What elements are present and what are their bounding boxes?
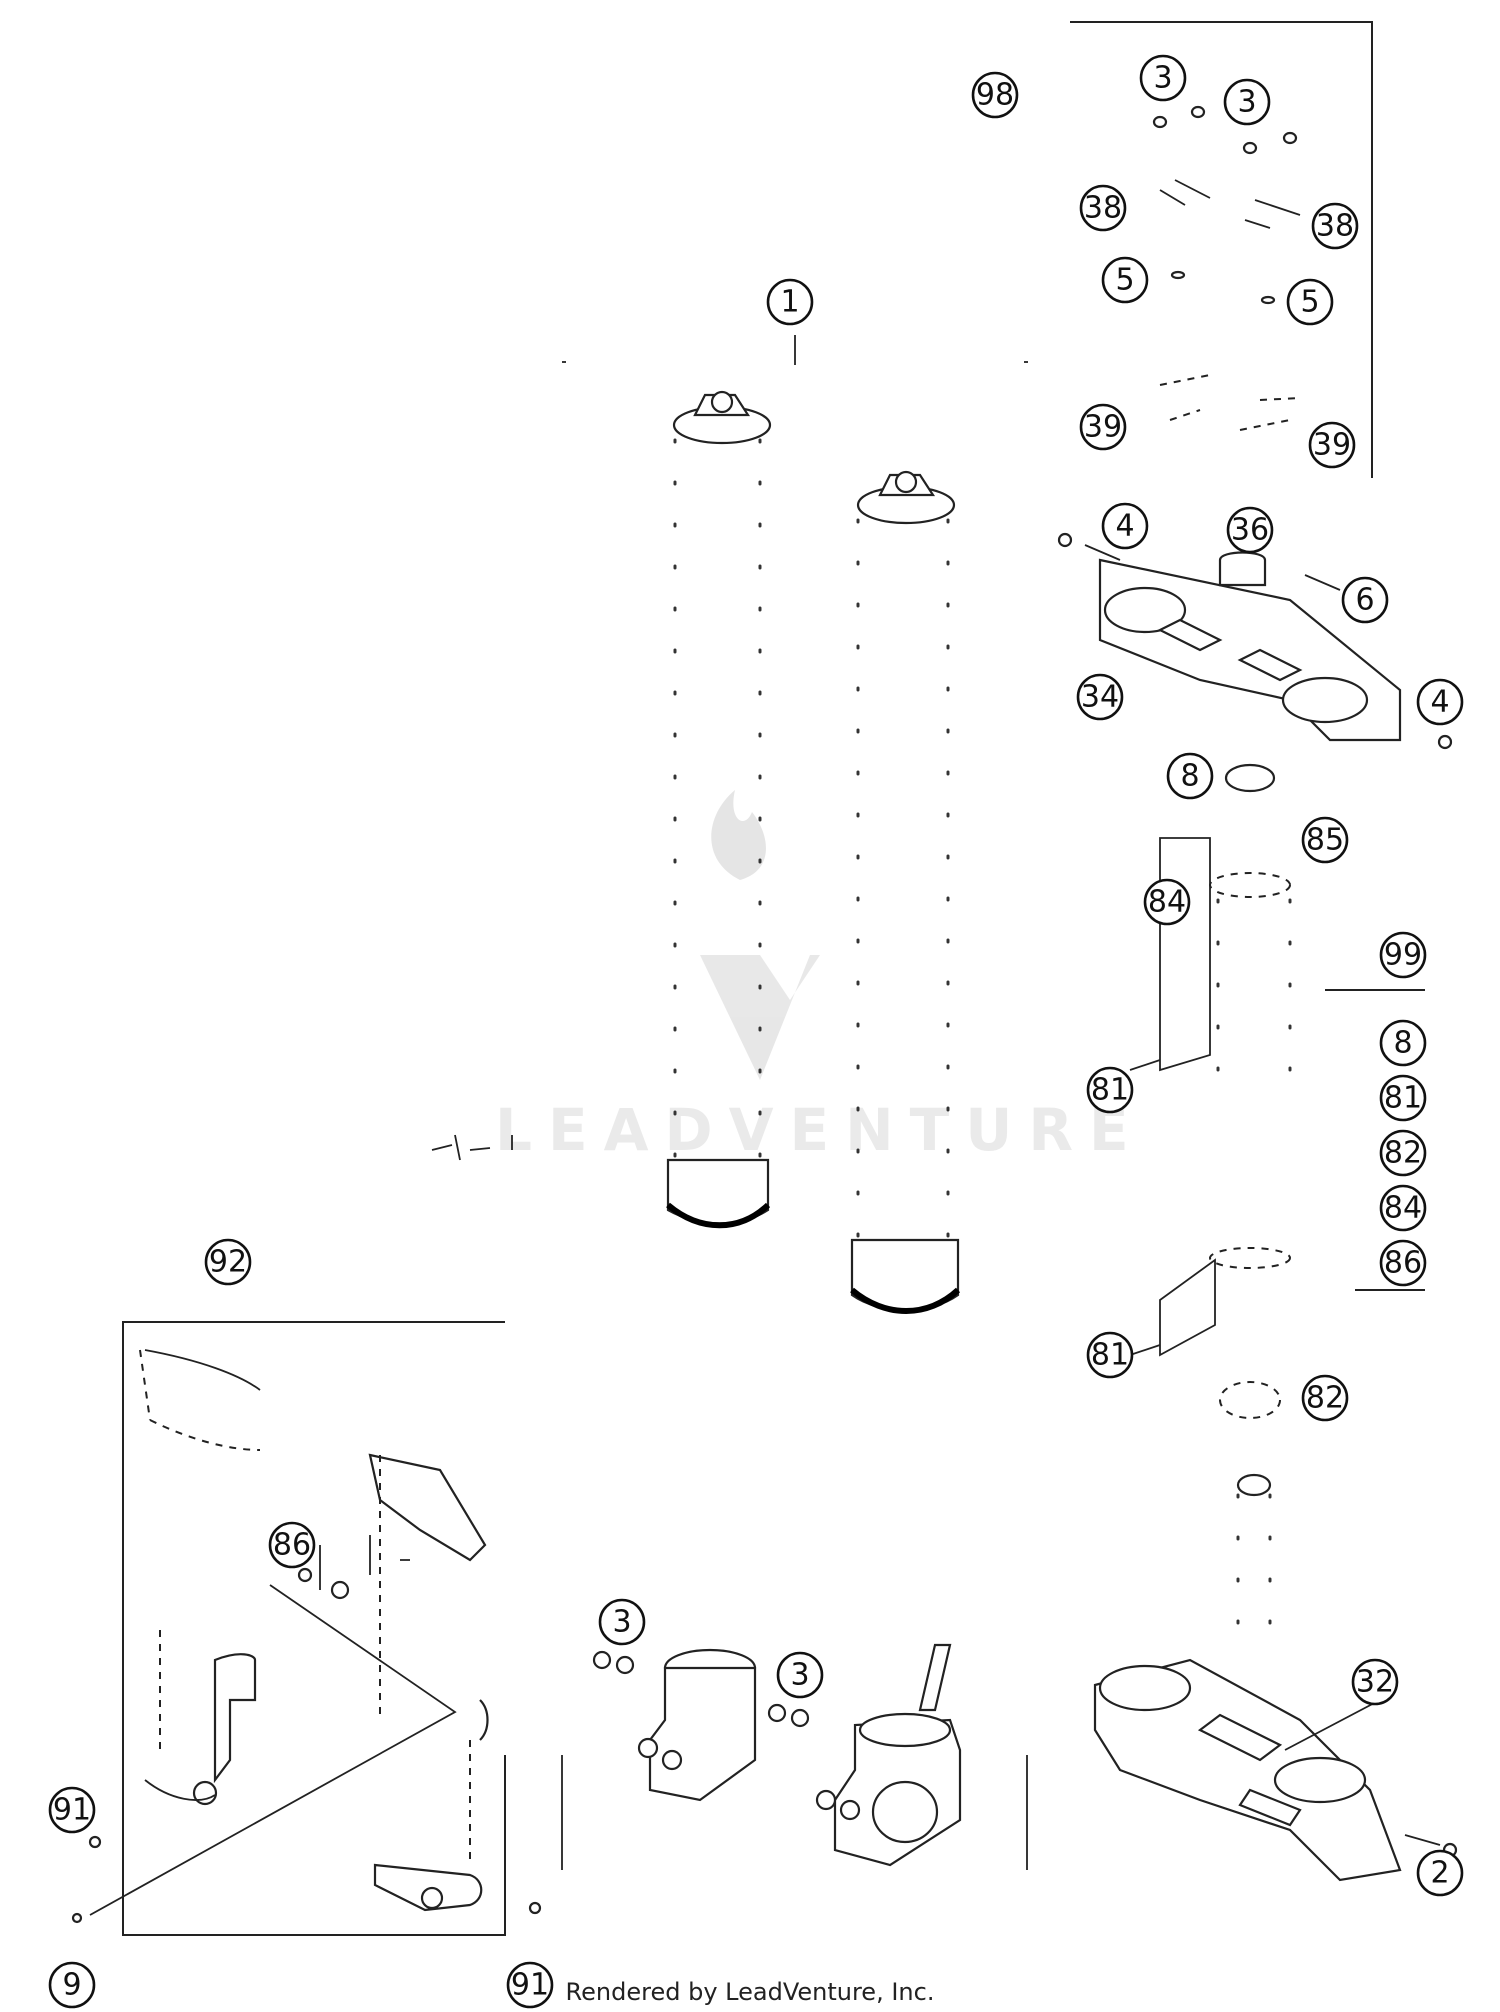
svg-text:5: 5 — [1300, 285, 1319, 320]
stem-bearing-upper — [1129, 837, 1292, 1082]
callout-3-c: 3 — [598, 1598, 646, 1646]
svg-text:91: 91 — [53, 1793, 91, 1828]
kit-99-item-86: 86 — [1379, 1239, 1427, 1287]
kit-99-item-84: 84 — [1379, 1184, 1427, 1232]
leadventure-watermark: LEADVENTURE — [495, 790, 1145, 1164]
flame-icon — [711, 790, 766, 880]
svg-text:8: 8 — [1393, 1026, 1412, 1061]
callout-82: 82 — [1301, 1374, 1349, 1422]
upper-triple-clamp — [1057, 532, 1453, 750]
kit-92-frame — [122, 1321, 506, 1936]
o-ring — [1224, 763, 1276, 793]
axle-clamp-right — [561, 1643, 1028, 1870]
fork-leg-left — [666, 390, 772, 1229]
callout-5: 6 — [1341, 576, 1389, 624]
svg-text:81: 81 — [1384, 1081, 1422, 1116]
callout-34: 34 — [1076, 673, 1124, 721]
svg-text:82: 82 — [1384, 1136, 1422, 1171]
svg-text:5: 5 — [1115, 263, 1134, 298]
svg-text:39: 39 — [1313, 428, 1351, 463]
callout-98: 98 — [971, 71, 1019, 119]
callout-6-a: 5 — [1101, 256, 1149, 304]
callout-91-a: 91 — [48, 1786, 96, 1834]
axle-clamp-left — [592, 1648, 757, 1802]
callout-32: 32 — [1351, 1658, 1399, 1706]
svg-text:38: 38 — [1084, 191, 1122, 226]
svg-text:38: 38 — [1316, 209, 1354, 244]
kit-98-parts — [1152, 105, 1301, 431]
svg-text:32: 32 — [1356, 1665, 1394, 1700]
svg-text:81: 81 — [1091, 1338, 1129, 1373]
callout-38-b: 38 — [1311, 202, 1359, 250]
svg-text:81: 81 — [1091, 1073, 1129, 1108]
svg-text:4: 4 — [1430, 685, 1449, 720]
steering-stem — [1236, 1473, 1272, 1642]
callout-8: 8 — [1166, 752, 1214, 800]
fork-leg-right — [850, 470, 961, 1314]
callout-4-b: 4 — [1416, 678, 1464, 726]
svg-text:2: 2 — [1430, 1856, 1449, 1891]
callout-9: 9 — [48, 1961, 96, 2009]
svg-text:9: 9 — [62, 1968, 81, 2003]
callout-3-a: 3 — [1139, 54, 1187, 102]
lower-triple-clamp — [1093, 1658, 1458, 1882]
callout-3-d: 3 — [776, 1651, 824, 1699]
callout-2: 2 — [1416, 1849, 1464, 1897]
svg-text:8: 8 — [1180, 759, 1199, 794]
svg-text:1: 1 — [780, 285, 799, 320]
svg-text:86: 86 — [273, 1528, 311, 1563]
svg-text:3: 3 — [612, 1605, 631, 1640]
svg-text:3: 3 — [790, 1658, 809, 1693]
callout-92: 92 — [204, 1238, 252, 1286]
svg-text:84: 84 — [1384, 1191, 1422, 1226]
callout-6-b: 5 — [1286, 278, 1334, 326]
kit-99-item-8: 8 — [1379, 1019, 1427, 1067]
callout-81-b: 81 — [1086, 1331, 1134, 1379]
callout-81-a: 81 — [1086, 1066, 1134, 1114]
watermark-text: LEADVENTURE — [495, 1096, 1145, 1164]
callout-36: 36 — [1226, 506, 1274, 554]
kit-99-item-81: 81 — [1379, 1074, 1427, 1122]
svg-text:91: 91 — [511, 1968, 549, 2003]
kit-98-frame — [1070, 21, 1373, 478]
svg-text:6: 6 — [1355, 583, 1374, 618]
svg-text:36: 36 — [1231, 513, 1269, 548]
bleeder-screw-part — [431, 1134, 513, 1161]
fork-guard-part — [71, 1349, 542, 1924]
callout-39-a: 39 — [1079, 403, 1127, 451]
callout-84: 84 — [1143, 878, 1191, 926]
callout-38-a: 38 — [1079, 184, 1127, 232]
callout-3-b: 3 — [1223, 78, 1271, 126]
svg-text:82: 82 — [1306, 1381, 1344, 1416]
svg-text:3: 3 — [1237, 85, 1256, 120]
callout-1: 1 — [766, 278, 814, 326]
callout-86: 85 — [1301, 816, 1349, 864]
callout-99: 99 — [1379, 931, 1427, 979]
svg-text:92: 92 — [209, 1245, 247, 1280]
svg-text:84: 84 — [1148, 885, 1186, 920]
svg-text:34: 34 — [1081, 680, 1119, 715]
svg-text:39: 39 — [1084, 410, 1122, 445]
svg-text:86: 86 — [1384, 1246, 1422, 1281]
svg-text:98: 98 — [976, 78, 1014, 113]
svg-text:3: 3 — [1153, 61, 1172, 96]
callout-91-b: 91 — [506, 1961, 554, 2009]
stem-bearing-lower — [1129, 1247, 1291, 1419]
callout-4-a: 4 — [1101, 502, 1149, 550]
svg-text:85: 85 — [1306, 823, 1344, 858]
svg-text:99: 99 — [1384, 938, 1422, 973]
svg-text:4: 4 — [1115, 509, 1134, 544]
chevron-logo-icon — [700, 955, 820, 1080]
kit-99-item-82: 82 — [1379, 1129, 1427, 1177]
rendered-by-footer: Rendered by LeadVenture, Inc. — [565, 1978, 935, 2006]
callout-85: 86 — [268, 1521, 316, 1569]
callout-39-b: 39 — [1308, 421, 1356, 469]
